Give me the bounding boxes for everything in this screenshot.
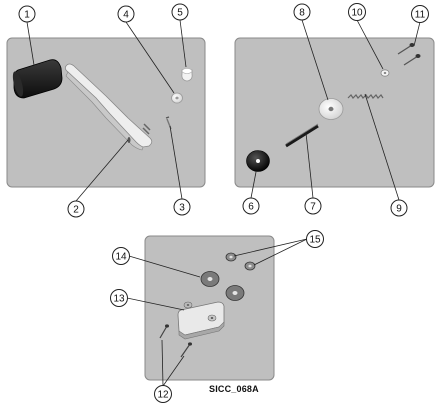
svg-text:14: 14 xyxy=(115,252,127,263)
svg-text:10: 10 xyxy=(351,8,363,19)
svg-text:4: 4 xyxy=(123,10,129,21)
callout-13: 13 xyxy=(110,289,128,307)
screw-pair-part xyxy=(159,324,192,358)
washer-small-part xyxy=(171,92,183,104)
flat-washer-2-part xyxy=(225,285,245,301)
nut-2-part xyxy=(244,261,256,271)
svg-text:3: 3 xyxy=(179,203,185,214)
svg-text:8: 8 xyxy=(299,8,305,19)
callout-15: 15 xyxy=(306,230,324,248)
svg-text:5: 5 xyxy=(177,8,183,19)
figure-code: SICC_068A xyxy=(209,384,259,394)
svg-text:1: 1 xyxy=(24,10,30,21)
callout-8: 8 xyxy=(293,3,311,21)
spring-part xyxy=(347,94,384,99)
nut-part xyxy=(225,252,237,262)
callout-12: 12 xyxy=(154,385,172,403)
screws-part xyxy=(397,43,421,66)
svg-text:13: 13 xyxy=(113,294,125,305)
leader-lines xyxy=(26,19,421,387)
callout-6: 6 xyxy=(242,197,260,215)
cap-washer-part xyxy=(181,68,193,82)
lever-arm-part xyxy=(64,63,153,151)
callout-7: 7 xyxy=(304,197,322,215)
svg-text:12: 12 xyxy=(157,390,169,401)
svg-text:7: 7 xyxy=(310,202,316,213)
svg-text:9: 9 xyxy=(396,204,402,215)
callout-11: 11 xyxy=(411,5,429,23)
flat-washer-part xyxy=(200,271,220,287)
bracket-plate-part xyxy=(177,301,225,340)
callout-2: 2 xyxy=(67,200,85,218)
callout-5: 5 xyxy=(171,3,189,21)
svg-text:15: 15 xyxy=(309,235,321,246)
shaft-part xyxy=(285,123,319,148)
white-wheel-part xyxy=(318,98,344,120)
callout-4: 4 xyxy=(117,5,135,23)
svg-text:2: 2 xyxy=(73,205,79,216)
callout-14: 14 xyxy=(112,247,130,265)
rubber-grip-part xyxy=(12,59,63,99)
black-disc-part xyxy=(246,150,270,172)
callout-9: 9 xyxy=(390,199,408,217)
callout-10: 10 xyxy=(348,3,366,21)
callout-1: 1 xyxy=(18,5,36,23)
svg-text:6: 6 xyxy=(248,202,254,213)
small-bushing-part xyxy=(380,69,390,77)
svg-text:11: 11 xyxy=(415,10,426,21)
callout-3: 3 xyxy=(173,198,191,216)
